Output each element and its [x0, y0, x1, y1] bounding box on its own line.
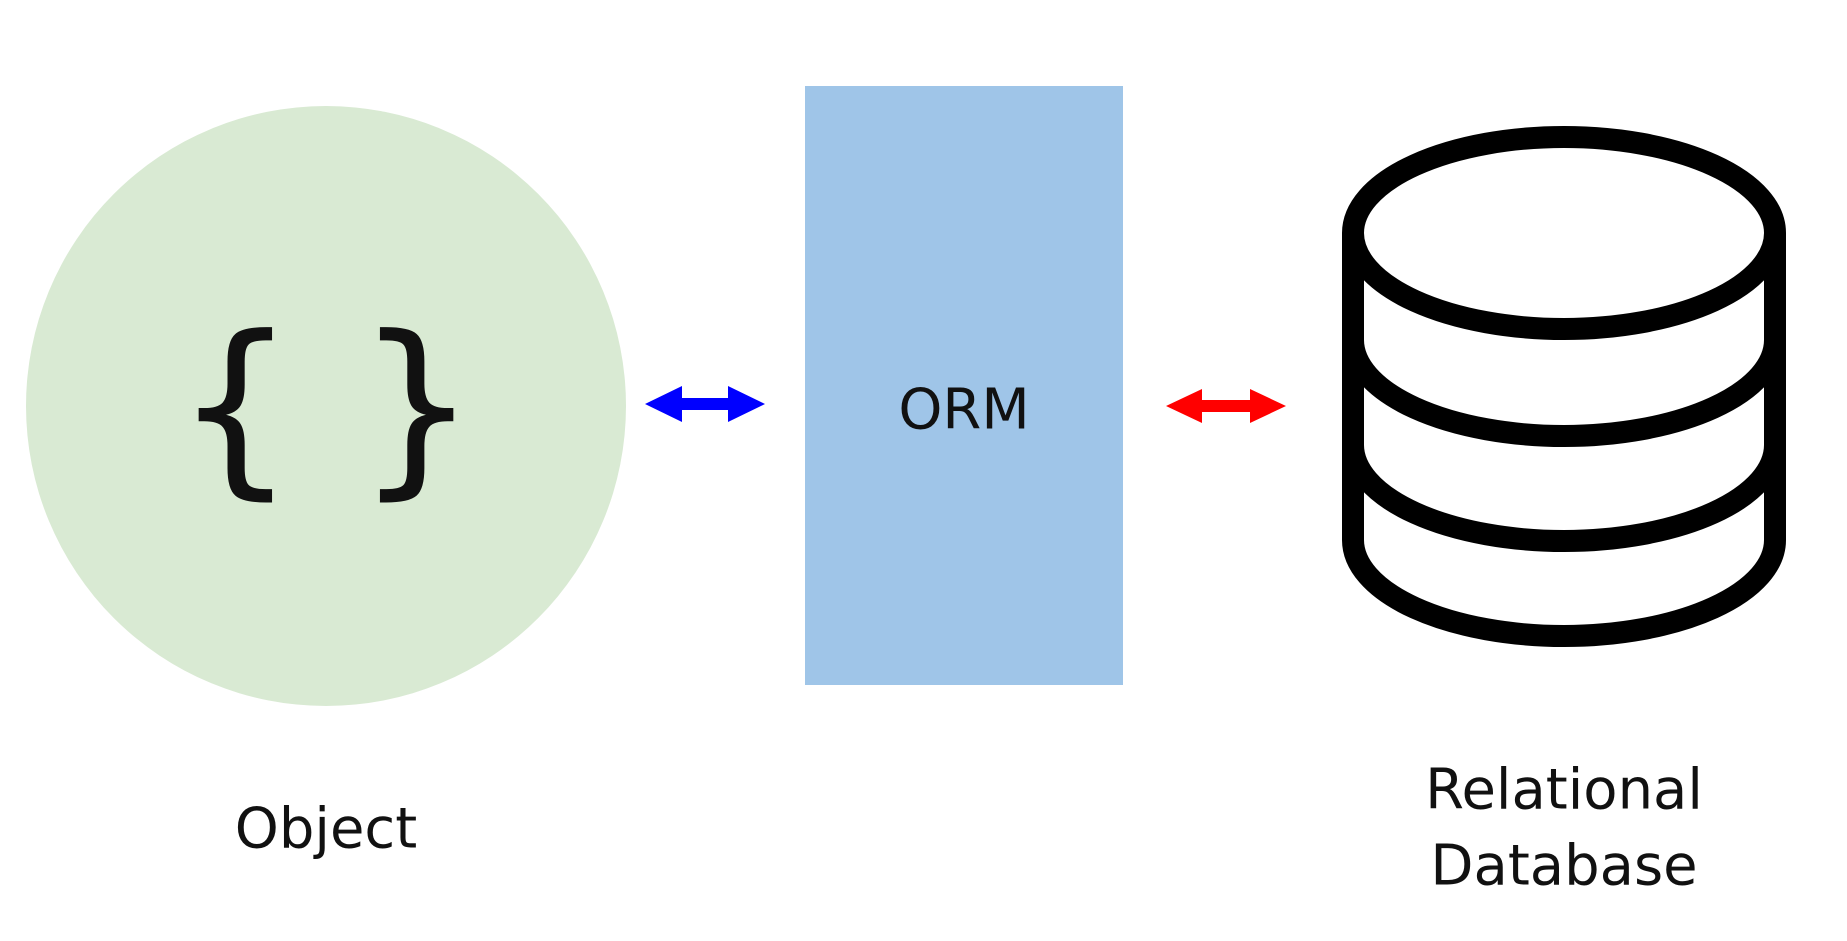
object-label: Object: [235, 797, 417, 862]
database-label-line1: Relational: [1425, 758, 1703, 823]
orm-box: [805, 86, 1123, 685]
blue-double-arrow-icon: [645, 386, 765, 422]
orm-node: ORM: [805, 86, 1123, 685]
object-orm-arrow: [645, 386, 765, 422]
database-node: Relational Database: [1342, 126, 1786, 899]
object-circle: [26, 106, 626, 706]
database-label-line2: Database: [1430, 834, 1697, 899]
orm-label: ORM: [898, 378, 1029, 443]
database-icon: [1342, 126, 1786, 647]
object-node: { }: [26, 106, 626, 706]
orm-database-arrow: [1166, 389, 1286, 423]
red-double-arrow-icon: [1166, 389, 1286, 423]
object-braces-icon: { }: [175, 296, 477, 517]
